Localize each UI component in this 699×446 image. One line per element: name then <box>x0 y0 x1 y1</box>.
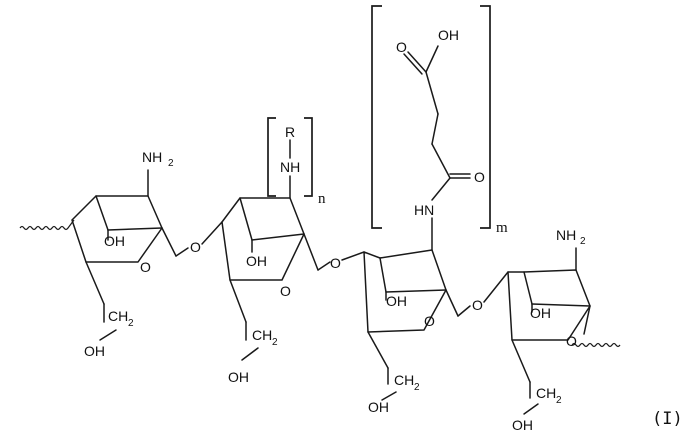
amine-sub-1: 2 <box>168 158 174 169</box>
ring-oh-3: OH <box>386 293 407 309</box>
sugar-unit-4: NH 2 OH O CH 2 OH <box>508 227 590 433</box>
bracket-m <box>372 6 490 228</box>
repeat-index-n: n <box>318 191 326 207</box>
ring-oh-1: OH <box>104 233 125 249</box>
side-oh-3: OH <box>368 399 389 415</box>
ring-oh-2: OH <box>246 253 267 269</box>
ring-oxygen-1: O <box>140 259 151 275</box>
side-oh-4: OH <box>512 417 533 433</box>
sugar-unit-3: O OH O HN m OH O CH 2 OH <box>364 6 508 415</box>
acid-oh: OH <box>438 27 459 43</box>
amide-hn-label: HN <box>414 202 434 218</box>
repeat-index-m: m <box>496 220 508 236</box>
sugar-unit-1: NH 2 OH O CH 2 OH <box>72 149 188 359</box>
amine-label-1: NH <box>142 149 162 165</box>
glycosidic-oxygen-2: O <box>330 255 341 271</box>
side-ch-sub-4: 2 <box>556 395 562 406</box>
ring-oxygen-2: O <box>280 283 291 299</box>
amine-sub-4: 2 <box>580 236 586 247</box>
acid-carbonyl-o: O <box>396 39 407 55</box>
formula-label: (I) <box>652 409 683 429</box>
r-group-label: R <box>285 124 295 140</box>
amine-label-2: NH <box>280 159 300 175</box>
side-ch-3: CH <box>394 372 414 388</box>
left-chain-end <box>20 220 74 230</box>
ring-oxygen-4: O <box>566 333 577 349</box>
ring-oxygen-3: O <box>424 313 435 329</box>
sugar-unit-2: R NH n OH O CH 2 OH <box>222 118 330 385</box>
ketone-o: O <box>474 169 485 185</box>
glycosidic-oxygen-1: O <box>190 239 201 255</box>
side-ch-2: CH <box>252 327 272 343</box>
side-ch-sub-3: 2 <box>414 382 420 393</box>
ring-oh-4: OH <box>530 305 551 321</box>
side-ch-1: CH <box>108 308 128 324</box>
side-ch-4: CH <box>536 385 556 401</box>
amine-label-4: NH <box>556 227 576 243</box>
glycosidic-oxygen-3: O <box>472 297 483 313</box>
side-oh-2: OH <box>228 369 249 385</box>
side-ch-sub-1: 2 <box>128 318 134 329</box>
side-oh-1: OH <box>84 343 105 359</box>
side-ch-sub-2: 2 <box>272 337 278 348</box>
right-chain-end <box>572 344 620 347</box>
